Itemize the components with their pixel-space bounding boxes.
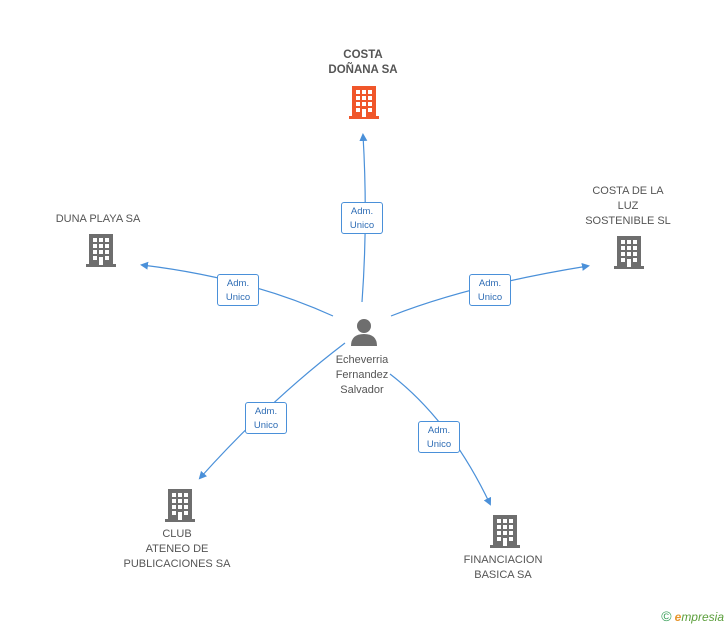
company-label-costa-de-la-luz[interactable]: COSTA DE LA LUZ SOSTENIBLE SL [585,185,671,227]
company-label-costa-donana[interactable]: COSTA DOÑANA SA [328,49,398,76]
role-label-duna-playa: Adm.Unico [217,274,259,306]
company-label-duna-playa[interactable]: DUNA PLAYA SA [55,213,141,225]
footer-brand[interactable]: ©empresia [661,608,724,624]
building-icon-financiacion-basica[interactable] [489,513,521,549]
role-label-financiacion-basica: Adm.Unico [418,421,460,453]
copyright-icon: © [661,608,672,624]
brand-logo-initial: e [674,610,682,624]
company-label-financiacion-basica[interactable]: FINANCIACION BASICA SA [463,554,543,581]
role-label-club-ateneo: Adm.Unico [245,402,287,434]
company-label-club-ateneo[interactable]: CLUB ATENEO DE PUBLICACIONES SA [123,528,231,570]
brand-logo-text: mpresia [681,610,724,624]
building-icon-club-ateneo[interactable] [164,487,196,523]
person-icon[interactable] [349,318,379,346]
role-label-costa-de-la-luz: Adm.Unico [469,274,511,306]
building-icon-costa-donana[interactable] [348,84,380,120]
building-icon-costa-de-la-luz[interactable] [613,234,645,270]
role-label-costa-donana: Adm.Unico [341,202,383,234]
building-icon-duna-playa[interactable] [85,232,117,268]
person-name[interactable]: Echeverria Fernandez Salvador [335,354,389,396]
